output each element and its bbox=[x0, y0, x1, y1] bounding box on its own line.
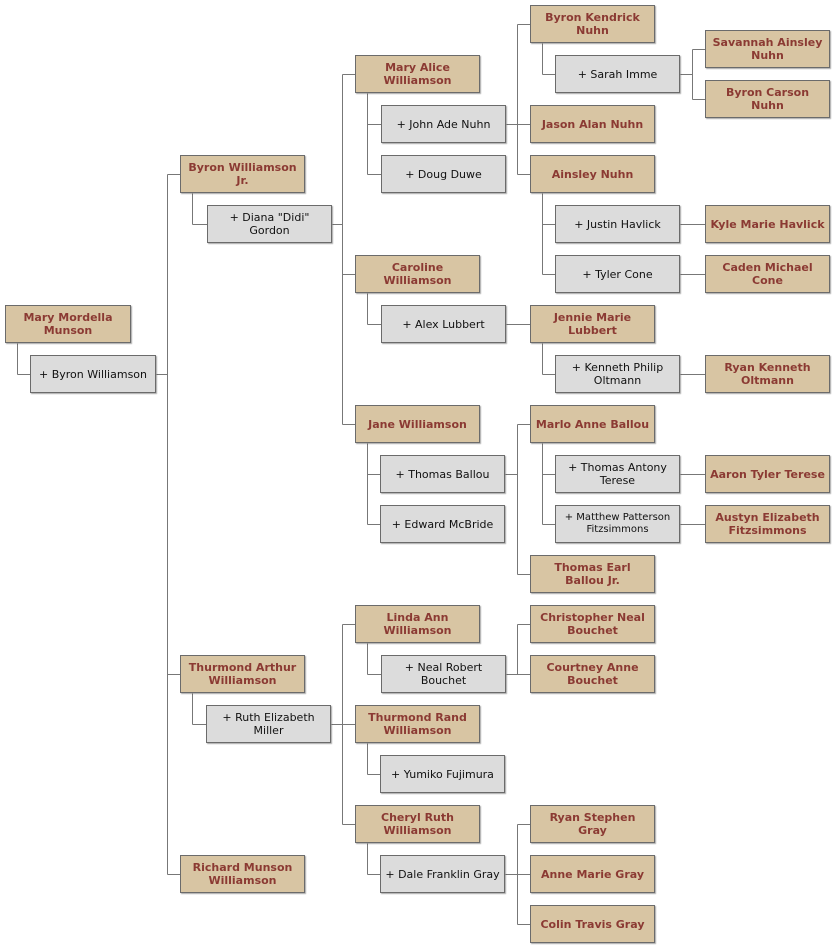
person-byron-kendrick-nuhn[interactable]: Byron Kendrick Nuhn bbox=[530, 5, 655, 43]
person-jennie-marie-lubbert[interactable]: Jennie Marie Lubbert bbox=[530, 305, 655, 343]
person-cheryl-ruth-williamson[interactable]: Cheryl Ruth Williamson bbox=[355, 805, 480, 843]
person-mary-mordella-munson[interactable]: Mary Mordella Munson bbox=[5, 305, 131, 343]
spouse-neal-bouchet[interactable]: + Neal Robert Bouchet bbox=[381, 655, 506, 693]
person-ryan-stephen-gray[interactable]: Ryan Stephen Gray bbox=[530, 805, 655, 843]
person-ainsley-nuhn[interactable]: Ainsley Nuhn bbox=[530, 155, 655, 193]
person-savannah-ainsley-nuhn[interactable]: Savannah Ainsley Nuhn bbox=[705, 30, 830, 68]
person-ryan-kenneth-oltmann[interactable]: Ryan Kenneth Oltmann bbox=[705, 355, 830, 393]
person-thurmond-rand-williamson[interactable]: Thurmond Rand Williamson bbox=[355, 705, 480, 743]
spouse-dale-gray[interactable]: + Dale Franklin Gray bbox=[380, 855, 505, 893]
person-anne-marie-gray[interactable]: Anne Marie Gray bbox=[530, 855, 655, 893]
person-richard-munson-williamson[interactable]: Richard Munson Williamson bbox=[180, 855, 305, 893]
person-thurmond-arthur-williamson[interactable]: Thurmond Arthur Williamson bbox=[180, 655, 305, 693]
person-caden-michael-cone[interactable]: Caden Michael Cone bbox=[705, 255, 830, 293]
person-kyle-marie-havlick[interactable]: Kyle Marie Havlick bbox=[705, 205, 830, 243]
person-colin-travis-gray[interactable]: Colin Travis Gray bbox=[530, 905, 655, 943]
spouse-matthew-fitzsimmons[interactable]: + Matthew Patterson Fitzsimmons bbox=[555, 505, 680, 543]
person-linda-ann-williamson[interactable]: Linda Ann Williamson bbox=[355, 605, 480, 643]
spouse-yumiko-fujimura[interactable]: + Yumiko Fujimura bbox=[380, 755, 505, 793]
spouse-thomas-terese[interactable]: + Thomas Antony Terese bbox=[555, 455, 680, 493]
person-mary-alice-williamson[interactable]: Mary Alice Williamson bbox=[355, 55, 480, 93]
spouse-diana-gordon[interactable]: + Diana "Didi" Gordon bbox=[207, 205, 332, 243]
spouse-doug-duwe[interactable]: + Doug Duwe bbox=[381, 155, 506, 193]
person-thomas-earl-ballou-jr[interactable]: Thomas Earl Ballou Jr. bbox=[530, 555, 655, 593]
spouse-john-nuhn[interactable]: + John Ade Nuhn bbox=[381, 105, 506, 143]
person-byron-carson-nuhn[interactable]: Byron Carson Nuhn bbox=[705, 80, 830, 118]
spouse-sarah-imme[interactable]: + Sarah Imme bbox=[555, 55, 680, 93]
spouse-justin-havlick[interactable]: + Justin Havlick bbox=[555, 205, 680, 243]
spouse-ruth-miller[interactable]: + Ruth Elizabeth Miller bbox=[206, 705, 331, 743]
person-aaron-tyler-terese[interactable]: Aaron Tyler Terese bbox=[705, 455, 830, 493]
spouse-byron-williamson[interactable]: + Byron Williamson bbox=[30, 355, 156, 393]
person-caroline-williamson[interactable]: Caroline Williamson bbox=[355, 255, 480, 293]
spouse-tyler-cone[interactable]: + Tyler Cone bbox=[555, 255, 680, 293]
person-courtney-anne-bouchet[interactable]: Courtney Anne Bouchet bbox=[530, 655, 655, 693]
person-austyn-elizabeth-fitzsimmons[interactable]: Austyn Elizabeth Fitzsimmons bbox=[705, 505, 830, 543]
spouse-thomas-ballou[interactable]: + Thomas Ballou bbox=[380, 455, 505, 493]
person-christopher-neal-bouchet[interactable]: Christopher Neal Bouchet bbox=[530, 605, 655, 643]
spouse-kenneth-oltmann[interactable]: + Kenneth Philip Oltmann bbox=[555, 355, 680, 393]
person-byron-williamson-jr[interactable]: Byron Williamson Jr. bbox=[180, 155, 305, 193]
spouse-edward-mcbride[interactable]: + Edward McBride bbox=[380, 505, 505, 543]
person-jane-williamson[interactable]: Jane Williamson bbox=[355, 405, 480, 443]
person-marlo-anne-ballou[interactable]: Marlo Anne Ballou bbox=[530, 405, 655, 443]
spouse-alex-lubbert[interactable]: + Alex Lubbert bbox=[381, 305, 506, 343]
person-jason-alan-nuhn[interactable]: Jason Alan Nuhn bbox=[530, 105, 655, 143]
